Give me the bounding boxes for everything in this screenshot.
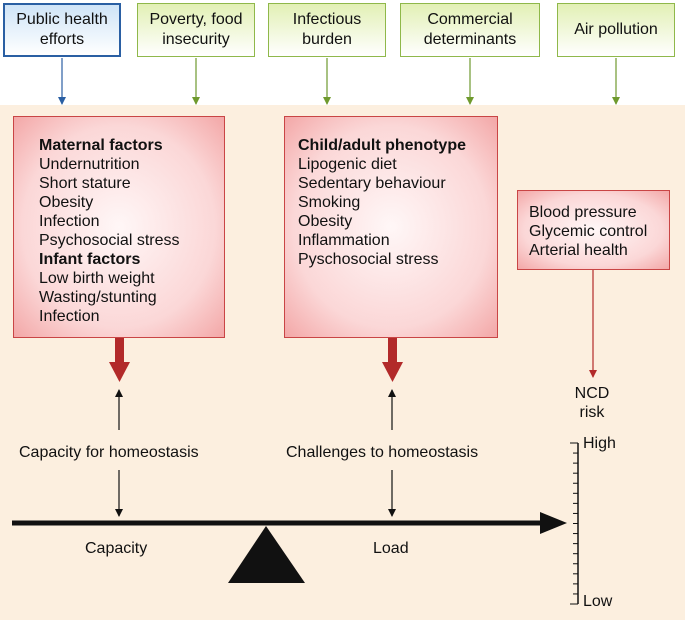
maternal-factor-item: Short stature (39, 175, 131, 192)
phenotype-item: Lipogenic diet (298, 156, 397, 173)
load-label: Load (373, 540, 409, 557)
maternal-factor-item: Psychosocial stress (39, 232, 180, 249)
maternal-thick-arrow (109, 338, 130, 382)
air-pollution-box: Air pollution (557, 3, 675, 57)
infant-factor-item: Low birth weight (39, 270, 155, 287)
maternal-factor-item: Undernutrition (39, 156, 140, 173)
scale-high-label: High (583, 435, 616, 452)
phenotype-item: Sedentary behaviour (298, 175, 446, 192)
outcome-item: Blood pressure (529, 204, 637, 221)
phenotype-item: Inflammation (298, 232, 390, 249)
infant-factor-item: Infection (39, 308, 100, 325)
maternal-factor-item: Infection (39, 213, 100, 230)
capacity-for-homeostasis-label: Capacity for homeostasis (19, 444, 199, 461)
outcome-item: Arterial health (529, 242, 628, 259)
maternal-infant-factors-box: Maternal factors Undernutrition Short st… (13, 116, 225, 338)
phenotype-item: Smoking (298, 194, 361, 211)
phenotype-item: Obesity (298, 213, 353, 230)
ncd-risk-label: NCD risk (574, 385, 610, 421)
phenotype-thick-arrow (382, 338, 403, 382)
challenges-to-homeostasis-label: Challenges to homeostasis (286, 444, 479, 461)
capacity-label: Capacity (85, 540, 148, 557)
maternal-factor-item: Obesity (39, 194, 94, 211)
child-adult-phenotype-box: Child/adult phenotype Lipogenic diet Sed… (284, 116, 498, 338)
phenotype-item: Pyschosocial stress (298, 251, 439, 268)
infant-factors-heading: Infant factors (39, 251, 141, 268)
maternal-factors-heading: Maternal factors (39, 137, 163, 154)
fulcrum-triangle (228, 526, 305, 583)
balance-lever (12, 512, 567, 534)
outcome-item: Glycemic control (529, 223, 648, 240)
cardiometabolic-outcomes-box: Blood pressure Glycemic control Arterial… (517, 190, 670, 270)
infant-factor-item: Wasting/stunting (39, 289, 157, 306)
ncd-risk-scale (570, 442, 579, 605)
phenotype-heading: Child/adult phenotype (298, 137, 466, 154)
scale-low-label: Low (583, 593, 613, 610)
